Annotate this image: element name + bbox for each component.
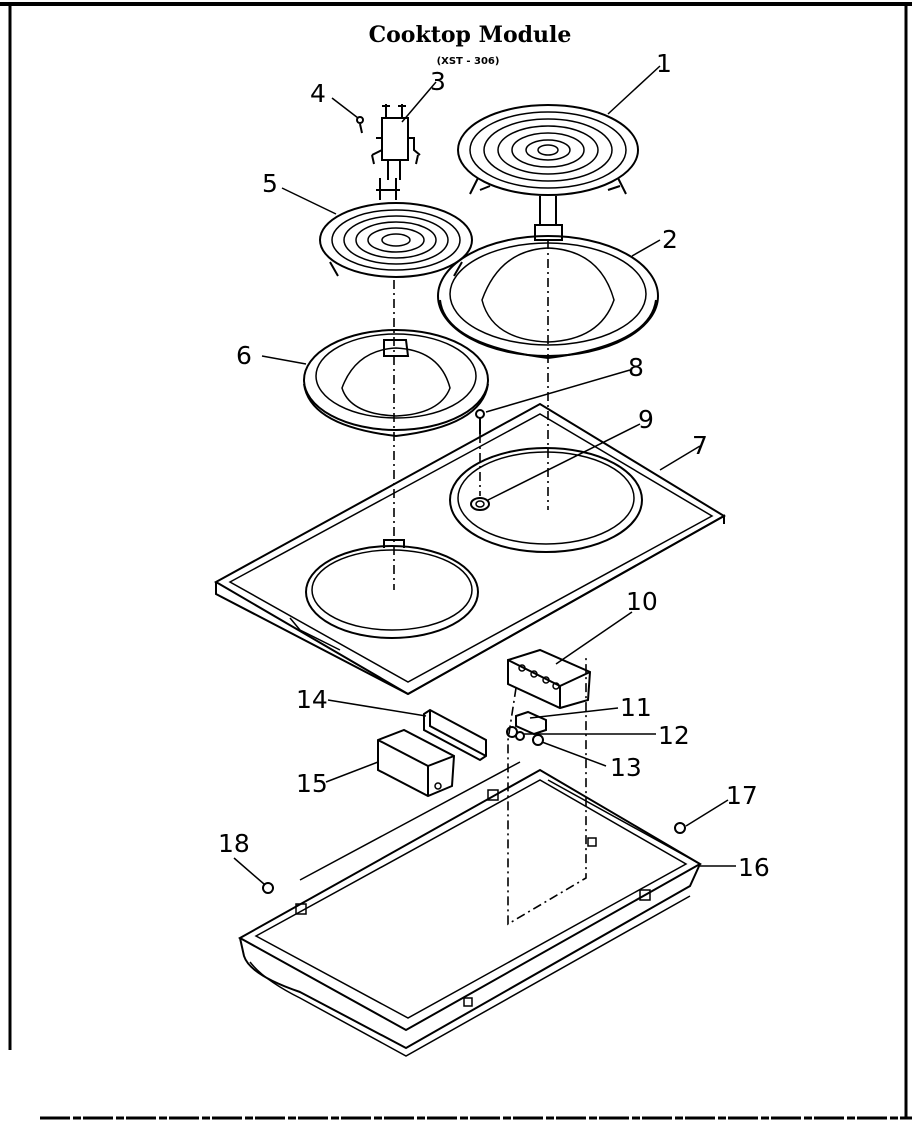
callout-15: 15 [296,769,328,798]
callout-6: 6 [236,341,252,370]
diagram-title: Cooktop Module [369,22,572,48]
small-drip-bowl [303,329,489,438]
callout-14: 14 [296,685,328,714]
box-screw-left [262,882,274,894]
callout-1: 1 [656,49,672,78]
callout-8: 8 [628,353,644,382]
callout-3: 3 [430,67,446,96]
receptacle-block [507,648,592,710]
junction-box [377,728,456,798]
cooktop-box [237,761,703,1057]
callout-17: 17 [726,781,758,810]
frame-screw [475,409,485,434]
callout-2: 2 [662,225,678,254]
callout-5: 5 [262,169,278,198]
box-screw-right [674,822,686,834]
small-surface-element [319,178,473,278]
nut [506,726,525,741]
large-surface-element [457,104,639,241]
bracket-clip [515,710,547,736]
assembly-lines [393,240,587,926]
callout-10: 10 [626,587,658,616]
terminal-screw [356,116,364,134]
callout-11: 11 [620,693,652,722]
callout-4: 4 [310,79,326,108]
callout-13: 13 [610,753,642,782]
callout-18: 18 [218,829,250,858]
model-number: (XST - 306) [437,56,500,67]
cooktop-frame [213,402,726,696]
callout-9: 9 [638,405,654,434]
mounting-bracket [423,708,487,762]
callout-7: 7 [692,431,708,460]
leader-lines [233,65,736,885]
mounting-screw [532,734,544,746]
terminal-block [371,104,421,180]
callout-labels: 1 2 3 4 5 6 7 8 9 10 11 12 13 14 15 16 1… [218,49,770,882]
grommet [470,497,490,511]
callout-12: 12 [658,721,690,750]
callout-16: 16 [738,853,770,882]
